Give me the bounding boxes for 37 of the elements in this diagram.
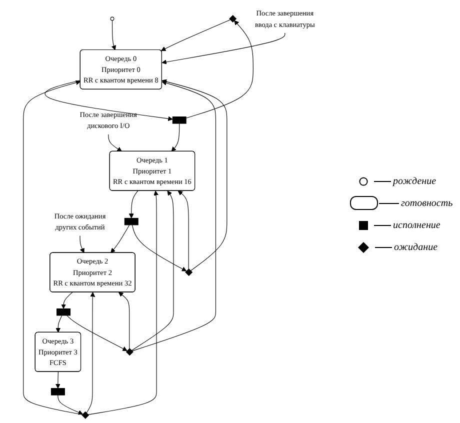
node-square xyxy=(124,218,138,226)
arrow xyxy=(108,134,122,152)
node-diamond xyxy=(229,14,237,22)
node-square xyxy=(172,116,186,124)
arrow xyxy=(128,190,138,218)
arrow xyxy=(23,80,83,415)
arrow xyxy=(132,80,216,352)
arrow xyxy=(132,224,187,272)
arrow xyxy=(44,80,173,122)
arrow xyxy=(186,20,254,118)
node-square xyxy=(56,308,70,316)
arrow xyxy=(178,190,189,270)
node-square xyxy=(50,388,65,396)
node-circle xyxy=(110,16,114,21)
legend-label: ожидание xyxy=(394,242,438,252)
arrow xyxy=(160,19,231,51)
arrow xyxy=(131,190,174,351)
arrow xyxy=(61,292,73,309)
arrow xyxy=(118,292,130,349)
node-diamond xyxy=(82,411,90,419)
legend-label: исполнение xyxy=(393,220,440,230)
arrow xyxy=(88,190,158,415)
arrow xyxy=(58,394,83,415)
arrow xyxy=(55,372,60,389)
node-diamond xyxy=(126,348,134,356)
arrow xyxy=(80,236,84,254)
arrow xyxy=(171,123,180,152)
arrow xyxy=(56,315,62,333)
legend-label: рождение xyxy=(393,176,436,186)
arrow xyxy=(111,20,116,50)
arrow xyxy=(162,79,228,272)
arrow xyxy=(86,292,96,414)
node-diamond xyxy=(185,268,193,276)
arrow xyxy=(162,32,286,64)
legend-label: готовность xyxy=(401,198,453,208)
arrow xyxy=(110,224,130,254)
arrow xyxy=(66,315,128,351)
